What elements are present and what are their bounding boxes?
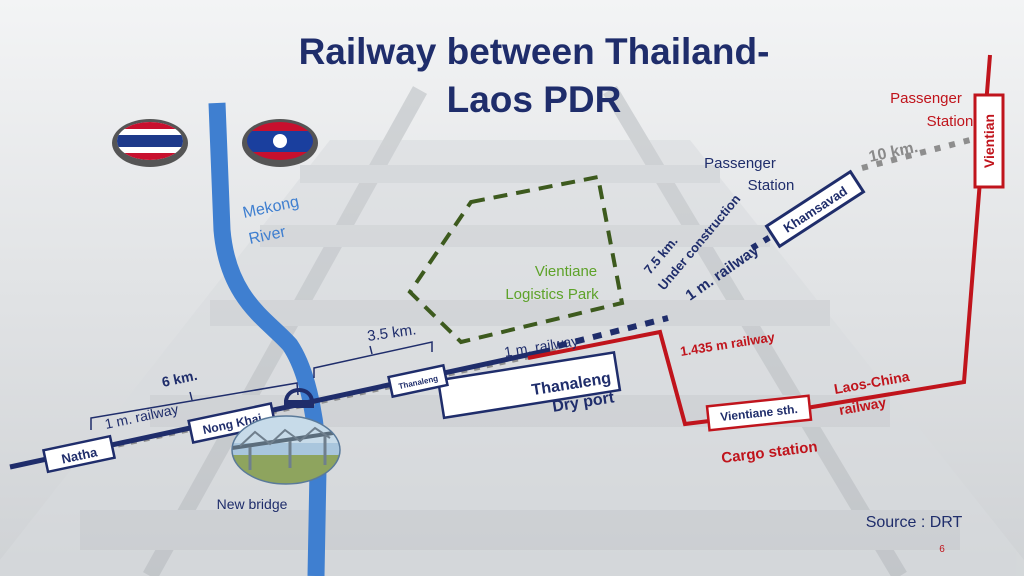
distance-6km-label: 6 km. <box>160 367 198 390</box>
title-line-1: Railway between Thailand- <box>299 31 770 72</box>
station-vientian: Vientian <box>973 93 1005 189</box>
bridge-marker-icon <box>284 388 314 408</box>
passenger-station-left-line-2: Station <box>748 177 795 194</box>
passenger-station-left-line-1: Passenger <box>704 155 776 172</box>
new-bridge-label: New bridge <box>217 496 288 512</box>
station-natha: Natha <box>41 434 117 474</box>
passenger-station-right-line-2: Station <box>927 113 974 130</box>
logistics-park-boundary <box>407 174 625 345</box>
metre-railway-dashed-khamsavad <box>750 233 774 251</box>
bracket-3-5km <box>313 341 433 378</box>
metre-railway-under-construction <box>557 315 669 349</box>
logistics-park-label-line-2: Logistics Park <box>505 286 599 303</box>
station-vientiane-south: Vientiane sth. <box>705 394 813 432</box>
dotted-railway-upper <box>861 137 971 171</box>
station-thanaleng: Thanaleng <box>387 363 449 399</box>
page-number: 6 <box>939 544 945 555</box>
passenger-station-right-line-1: Passenger <box>890 90 962 107</box>
distance-3-5km-label: 3.5 km. <box>366 321 417 345</box>
thailand-flag-icon <box>112 119 188 167</box>
source-label: Source : DRT <box>866 514 963 531</box>
station-vientian-label: Vientian <box>981 114 997 168</box>
logistics-park-label-line-1: Vientiane <box>535 263 597 280</box>
title-line-2: Laos PDR <box>447 79 622 120</box>
dry-port-box <box>436 351 622 420</box>
laos-flag-icon <box>242 119 318 167</box>
